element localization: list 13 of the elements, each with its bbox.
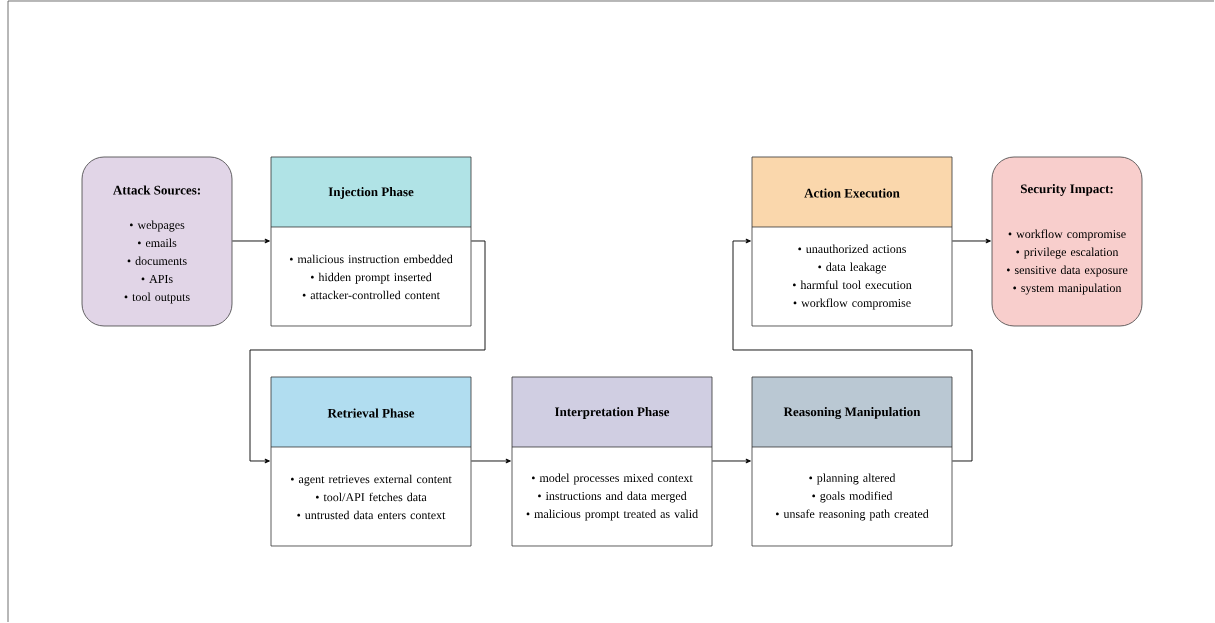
arrow bbox=[711, 458, 751, 464]
phase-box: Interpretation Phase • model processes mixed context • instructions and data merged • malicious prompt treated as valid bbox=[511, 376, 713, 547]
phase-box: Retrieval Phase • agent retrieves external content • tool/API fetches data • untrusted data enters context bbox=[270, 376, 472, 547]
rounded-box: Security Impact: • workflow compromise • privilege escalation • sensitive data exposure • system manipulation bbox=[991, 156, 1143, 327]
arrow bbox=[249, 240, 486, 464]
phase-box: Injection Phase • malicious instruction embedded • hidden prompt inserted • attacker-controlled content bbox=[270, 156, 472, 327]
arrow bbox=[732, 238, 973, 462]
arrow bbox=[470, 458, 511, 464]
arrow bbox=[231, 238, 270, 244]
phase-box: Reasoning Manipulation • planning altered • goals modified • unsafe reasoning path created bbox=[751, 376, 953, 547]
arrow bbox=[951, 238, 991, 244]
phase-box: Action Execution • unauthorized actions • data leakage • harmful tool execution • workflow compromise bbox=[751, 156, 953, 327]
rounded-box: Attack Sources: • webpages • emails • documents • APIs • tool outputs bbox=[81, 156, 233, 327]
